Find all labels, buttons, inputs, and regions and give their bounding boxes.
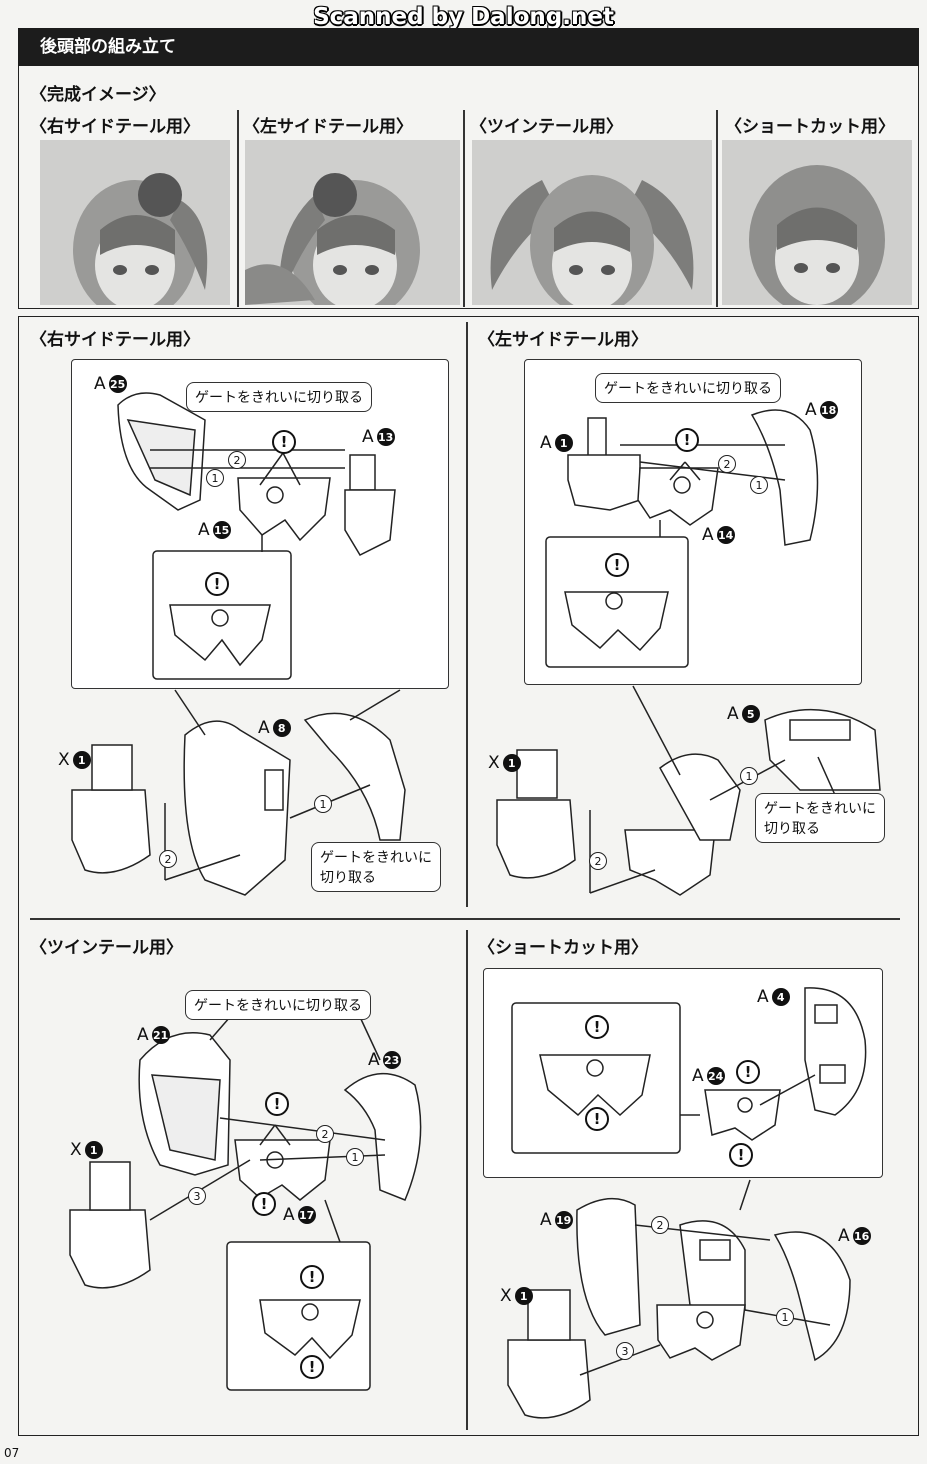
step-marker: 1 [750,476,768,494]
gate-callout: ゲートをきれいに切り取る [185,990,371,1020]
warning-icon: ! [252,1192,276,1216]
warning-icon: ! [729,1143,753,1167]
step-marker: 2 [589,852,607,870]
page-title: 後頭部の組み立て [18,28,919,66]
warning-icon: ! [205,572,229,596]
warning-icon: ! [585,1015,609,1039]
col-title-right-side: 〈右サイドテール用〉 [30,117,200,137]
col-title-twin-tail: 〈ツインテール用〉 [470,117,623,137]
step-marker: 1 [740,767,758,785]
step-marker: 2 [718,455,736,473]
photo-right-side [40,140,230,305]
step-marker: 2 [316,1125,334,1143]
section-title-short-cut: 〈ショートカット用〉 [478,938,648,958]
warning-icon: ! [300,1355,324,1379]
divider [466,930,468,1430]
step-marker: 1 [206,469,224,487]
col-title-short-cut: 〈ショートカット用〉 [725,117,895,137]
divider [466,322,468,907]
section-title-right-side: 〈右サイドテール用〉 [30,330,200,350]
step-marker: 2 [228,451,246,469]
gate-callout: ゲートをきれいに切り取る [186,382,372,412]
section-title-left-side: 〈左サイドテール用〉 [478,330,648,350]
warning-icon: ! [736,1060,760,1084]
photo-left-side [245,140,460,305]
col-title-left-side: 〈左サイドテール用〉 [243,117,413,137]
divider [716,110,718,307]
warning-icon: ! [605,553,629,577]
step-marker: 1 [314,795,332,813]
warning-icon: ! [675,428,699,452]
gate-callout: ゲートをきれいに切り取る [595,373,781,403]
gate-callout: ゲートをきれいに 切り取る [311,842,441,892]
step-marker: 3 [616,1342,634,1360]
page-number: 07 [4,1446,20,1460]
divider [237,110,239,307]
step-marker: 2 [159,850,177,868]
step-marker: 1 [776,1308,794,1326]
photo-twin-tail [472,140,712,305]
warning-icon: ! [585,1107,609,1131]
watermark: Scanned by Dalong.net [313,4,614,30]
detail-panel [483,968,883,1178]
completion-frame [18,66,919,309]
step-marker: 2 [651,1216,669,1234]
photo-short-cut [722,140,912,305]
divider [30,918,900,920]
step-marker: 3 [188,1187,206,1205]
step-marker: 1 [346,1148,364,1166]
warning-icon: ! [300,1265,324,1289]
warning-icon: ! [272,430,296,454]
completion-label: 〈完成イメージ〉 [30,85,166,105]
gate-callout: ゲートをきれいに 切り取る [755,793,885,843]
instructions-frame [18,316,919,1436]
divider [463,110,465,307]
section-title-twin-tail: 〈ツインテール用〉 [30,938,183,958]
warning-icon: ! [265,1092,289,1116]
